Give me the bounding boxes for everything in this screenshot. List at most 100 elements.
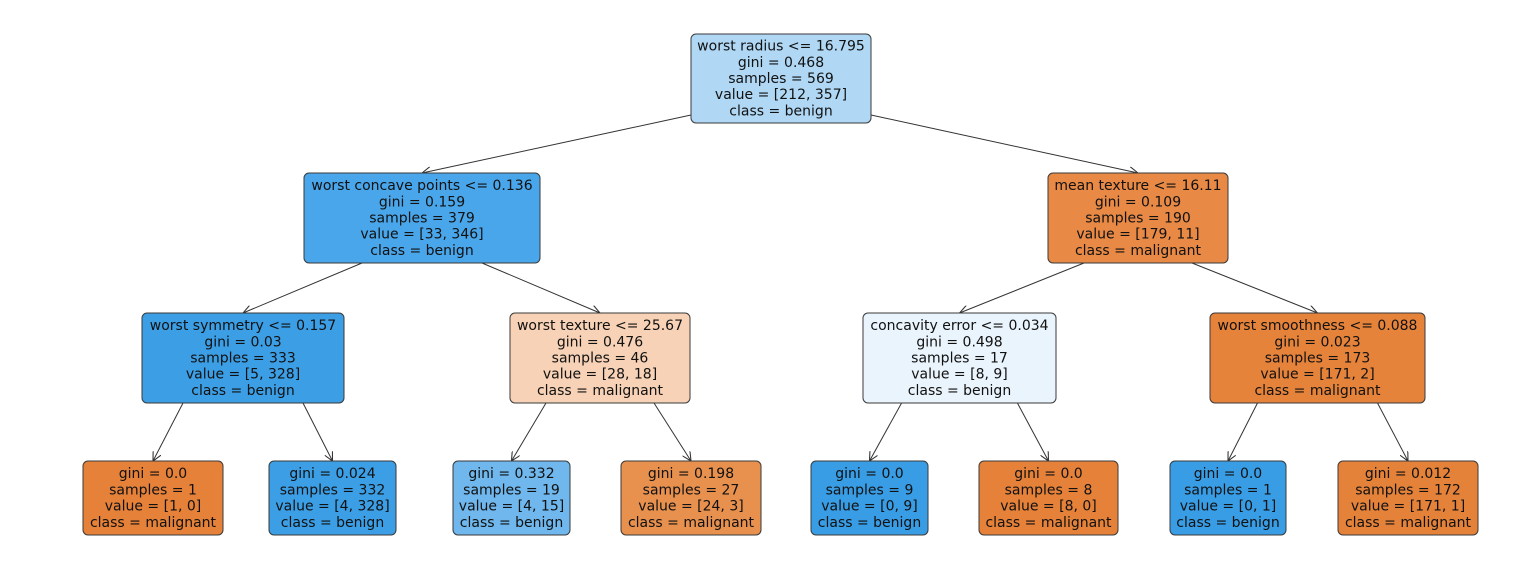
node-label-line: class = malignant	[1075, 243, 1202, 259]
edge-r-to-rl-arrow	[960, 262, 1085, 313]
node-label-line: samples = 379	[369, 211, 475, 227]
node-label-line: worst smoothness <= 0.088	[1218, 318, 1418, 334]
node-label-line: class = benign	[370, 243, 473, 259]
node-label-line: worst radius <= 16.795	[697, 39, 865, 55]
tree-node-box	[978, 460, 1119, 536]
node-label-line: gini = 0.332	[468, 466, 554, 482]
node-label-line: samples = 1	[1184, 482, 1272, 498]
node-label-line: samples = 1	[109, 482, 197, 498]
node-label-line: value = [1, 0]	[105, 499, 202, 515]
node-label-line: class = malignant	[1345, 515, 1472, 531]
node-label-line: class = benign	[191, 383, 294, 399]
node-label-line: gini = 0.03	[204, 334, 281, 350]
node-label-line: class = benign	[460, 515, 563, 531]
node-label-line: gini = 0.024	[289, 466, 375, 482]
node-label-line: value = [8, 0]	[1000, 499, 1097, 515]
node-label-line: value = [5, 328]	[186, 367, 300, 383]
edge-lr-to-lrr-arrow	[653, 402, 691, 461]
node-label-line: class = benign	[1176, 515, 1279, 531]
edge-l-to-ll-arrow	[243, 262, 363, 313]
node-label-line: mean texture <= 16.11	[1054, 178, 1221, 194]
tree-node-box	[141, 312, 345, 404]
node-label-line: value = [28, 18]	[543, 367, 657, 383]
node-label-line: gini = 0.0	[119, 466, 187, 482]
node-label-line: value = [0, 9]	[821, 499, 918, 515]
tree-node-box	[1337, 460, 1479, 536]
edge-l-to-lr-arrow	[481, 262, 600, 313]
node-label-line: gini = 0.498	[916, 334, 1002, 350]
edge-rr-to-rrr-arrow	[1377, 402, 1409, 461]
node-label-line: gini = 0.0	[1194, 466, 1262, 482]
node-label-line: samples = 46	[552, 351, 649, 367]
node-label-line: gini = 0.159	[379, 194, 465, 210]
node-label-line: value = [24, 3]	[638, 499, 743, 515]
node-label-line: gini = 0.012	[1365, 466, 1451, 482]
edge-lr-to-lrl-arrow	[512, 402, 547, 461]
node-label-line: class = malignant	[537, 383, 664, 399]
node-label-line: worst texture <= 25.67	[517, 318, 683, 334]
node-label-line: samples = 332	[280, 482, 386, 498]
tree-node-box	[1209, 312, 1426, 404]
node-label-line: class = benign	[281, 515, 384, 531]
node-label-line: samples = 19	[463, 482, 560, 498]
node-label-line: class = malignant	[628, 515, 755, 531]
tree-node-box	[620, 460, 762, 536]
edge-rr-to-rrl-arrow	[1228, 402, 1258, 461]
node-label-line: samples = 173	[1265, 351, 1371, 367]
node-label-line: value = [212, 357]	[715, 87, 847, 103]
tree-node-box	[1169, 460, 1287, 536]
node-label-line: value = [33, 346]	[360, 227, 483, 243]
node-label-line: gini = 0.468	[738, 55, 824, 71]
tree-node-box	[862, 312, 1057, 404]
node-label-line: value = [4, 328]	[275, 499, 389, 515]
tree-node-box	[452, 460, 571, 536]
node-label-line: worst symmetry <= 0.157	[150, 318, 336, 334]
node-label-line: samples = 190	[1085, 211, 1191, 227]
tree-node-box	[509, 312, 691, 404]
node-label-line: concavity error <= 0.034	[870, 318, 1048, 334]
node-label-line: samples = 27	[643, 482, 740, 498]
node-label-line: gini = 0.109	[1095, 194, 1181, 210]
node-label-line: class = malignant	[90, 515, 217, 531]
tree-node-box	[303, 172, 541, 264]
edge-root-to-r-arrow	[870, 114, 1138, 173]
node-label-line: class = malignant	[1254, 383, 1381, 399]
node-label-line: class = benign	[908, 383, 1011, 399]
node-label-line: gini = 0.476	[557, 334, 643, 350]
node-label-line: samples = 8	[1005, 482, 1093, 498]
tree-node-box	[268, 460, 397, 536]
tree-node-box	[82, 460, 224, 536]
tree-node-box	[810, 460, 929, 536]
node-label-line: class = benign	[729, 103, 832, 119]
node-label-line: value = [0, 1]	[1180, 499, 1277, 515]
node-label-line: gini = 0.0	[1014, 466, 1082, 482]
tree-edges	[153, 114, 1409, 461]
node-label-line: value = [4, 15]	[459, 499, 564, 515]
node-label-line: gini = 0.023	[1274, 334, 1360, 350]
node-label-line: samples = 17	[911, 351, 1008, 367]
node-label-line: gini = 0.0	[835, 466, 903, 482]
tree-node-box	[690, 33, 872, 124]
edge-rl-to-rll-arrow	[870, 402, 903, 461]
node-label-line: worst concave points <= 0.136	[311, 178, 532, 194]
node-label-line: samples = 569	[728, 71, 834, 87]
node-label-line: class = malignant	[985, 515, 1112, 531]
node-label-line: value = [8, 9]	[911, 367, 1008, 383]
edge-rl-to-rlr-arrow	[1016, 402, 1048, 461]
node-label-line: value = [171, 2]	[1260, 367, 1374, 383]
edge-ll-to-llr-arrow	[302, 402, 333, 461]
